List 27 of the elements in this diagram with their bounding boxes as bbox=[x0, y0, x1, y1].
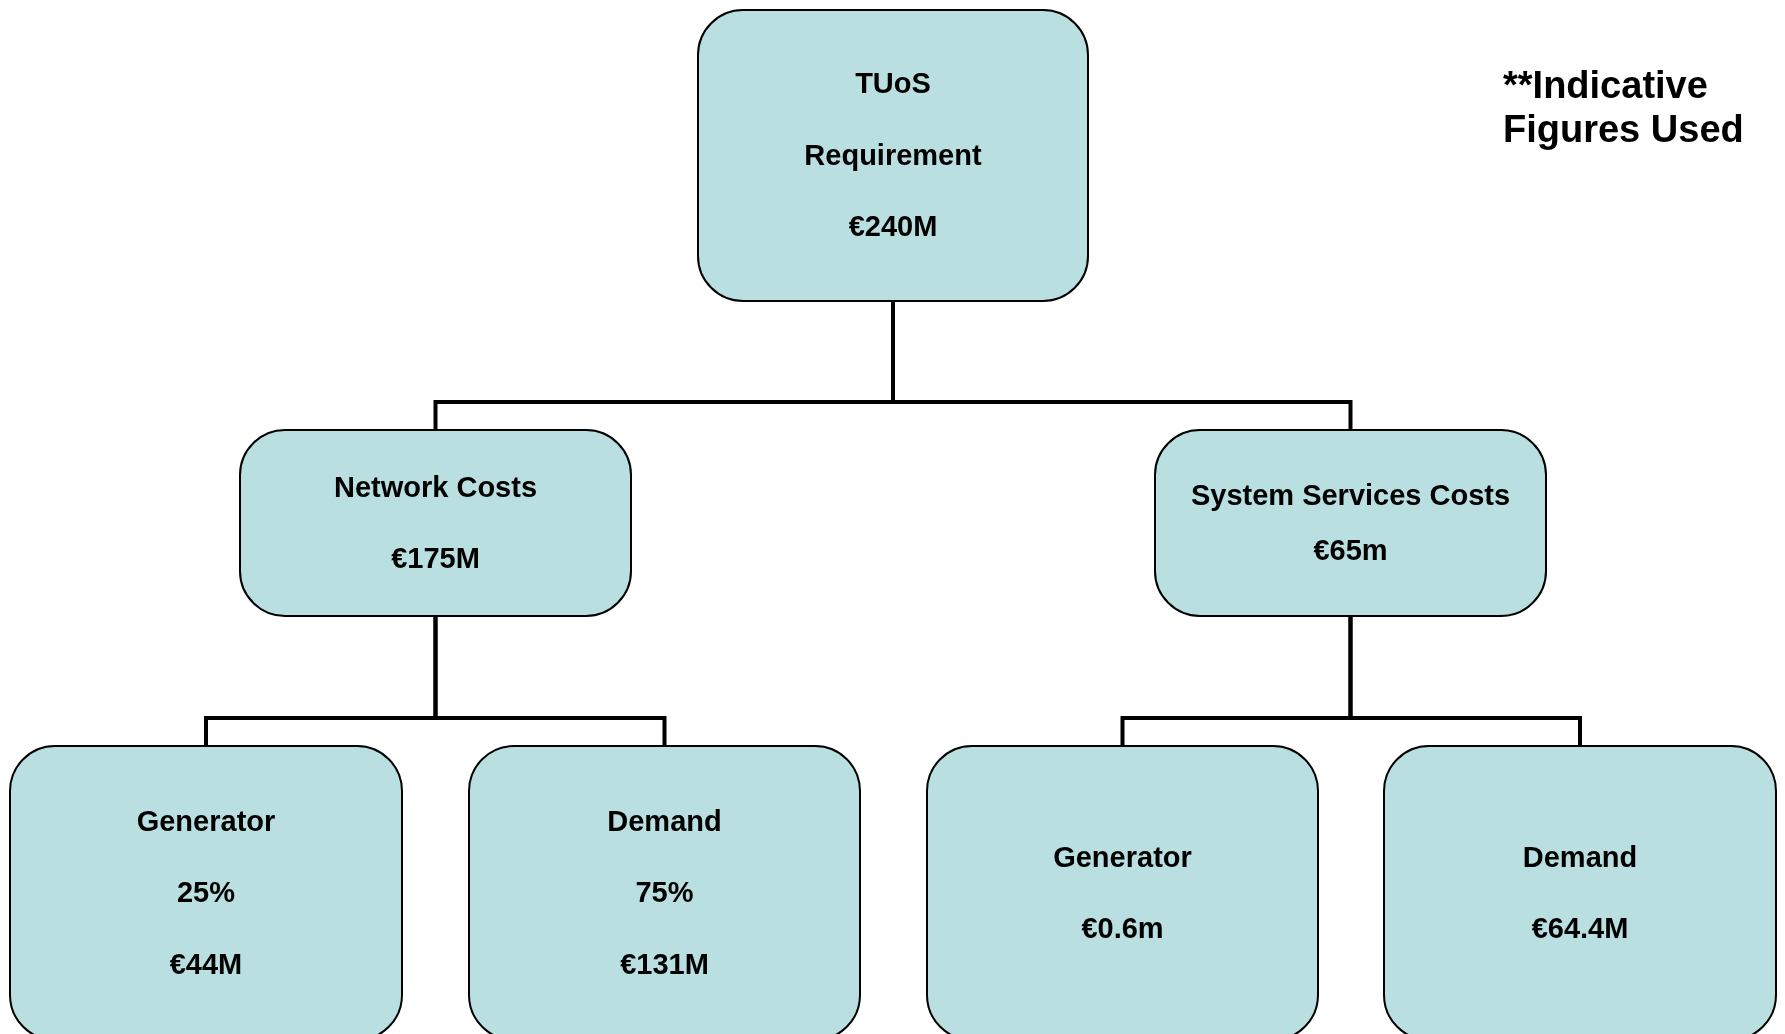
box-text: Demand bbox=[1522, 840, 1638, 874]
box-text: €131M bbox=[620, 947, 709, 981]
box-text: €64.4M bbox=[1531, 912, 1629, 946]
connector-line bbox=[1348, 617, 1582, 745]
box-text: Generator bbox=[1053, 840, 1192, 874]
rounded-box bbox=[9, 745, 403, 1034]
rounded-box bbox=[926, 745, 1319, 1034]
box-text: TUoS bbox=[855, 67, 931, 101]
rounded-box bbox=[239, 429, 632, 617]
box-text: €175M bbox=[391, 542, 480, 576]
box-text: System Services Costs bbox=[1190, 478, 1511, 512]
box-text: Network Costs bbox=[333, 470, 537, 504]
box-text: €44M bbox=[169, 947, 243, 981]
box-text: €65m bbox=[1313, 534, 1388, 568]
box-text: Generator bbox=[136, 805, 276, 839]
box-text: Demand bbox=[607, 805, 722, 839]
box-text: €240M bbox=[848, 210, 938, 244]
connector-line bbox=[433, 617, 667, 745]
rounded-box bbox=[1383, 745, 1777, 1034]
rounded-box bbox=[697, 9, 1089, 302]
box-text: 25% bbox=[176, 876, 235, 910]
box-text: Requirement bbox=[804, 138, 982, 173]
note-text: **Indicative Figures Used bbox=[1503, 64, 1745, 152]
rounded-box bbox=[1154, 429, 1547, 617]
box-text: €0.6m bbox=[1081, 912, 1164, 946]
rounded-box bbox=[468, 745, 861, 1034]
box-text: 75% bbox=[635, 876, 694, 910]
